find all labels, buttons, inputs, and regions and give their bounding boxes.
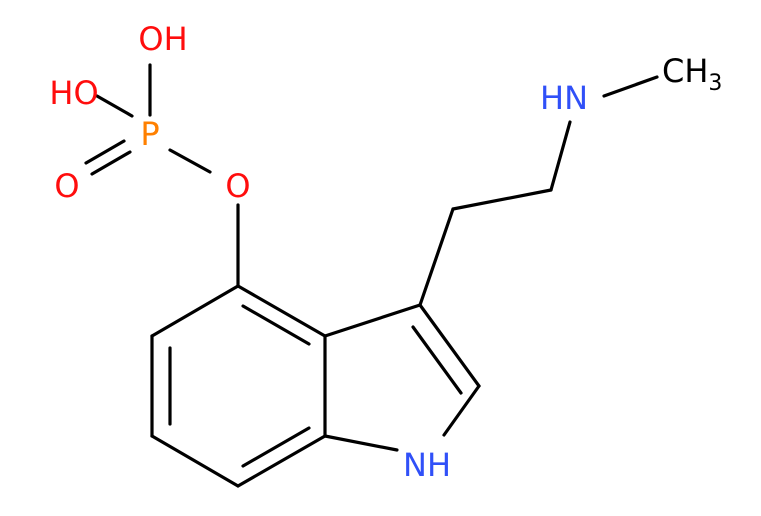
bond-c7-c7a (236, 434, 327, 488)
bond-c3-c2-inner (411, 325, 463, 395)
bond-ca-cb (451, 188, 553, 211)
bond-n-methyl (602, 75, 659, 98)
atom-indole-nh: NH (403, 446, 451, 484)
bond-c3-c2 (418, 303, 481, 388)
methyl-subscript: 3 (708, 71, 722, 96)
bond-cb-n (549, 120, 572, 192)
bond-p-o-ester (168, 148, 212, 174)
atom-amine-nitrogen: HN (540, 79, 588, 117)
atom-ester-oxygen: O (225, 167, 250, 205)
bond-c3-ca (418, 207, 455, 307)
atom-oh-top: OH (138, 20, 187, 58)
bond-p-oh-left (95, 94, 134, 118)
atom-phosphorus: P (140, 115, 159, 153)
bond-p-oxo-a (90, 150, 132, 176)
bond-c3a-c3 (323, 303, 422, 338)
methyl-ch: CH (662, 52, 708, 90)
bond-c2-n1 (442, 384, 481, 437)
atom-methyl: CH3 (662, 52, 722, 96)
bond-lines (84, 63, 659, 488)
atom-labels: OH HO P O O HN CH3 NH (49, 20, 722, 484)
bond-c3a-c4 (236, 284, 327, 338)
atom-oxo-oxygen: O (54, 167, 79, 205)
bond-n1-c7a (323, 434, 399, 452)
bond-c3a-c4-inner (241, 304, 311, 346)
bond-c6-c7 (150, 434, 240, 488)
bond-c7-c7a-inner (241, 426, 311, 468)
bond-c4-c5 (150, 284, 240, 338)
bond-p-oxo-b (84, 139, 126, 165)
atom-ho-left: HO (49, 74, 98, 112)
